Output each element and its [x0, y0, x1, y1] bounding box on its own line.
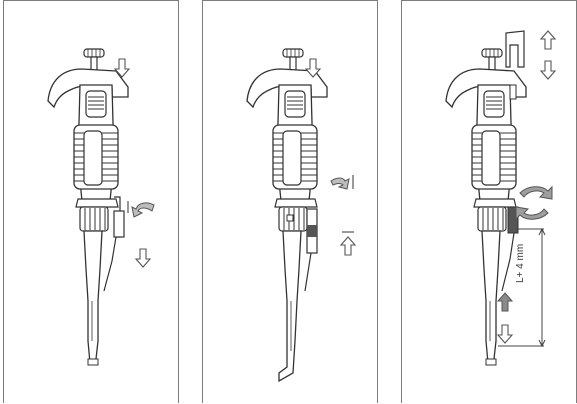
adapter-part-icon [505, 30, 525, 68]
step-3-panel: L+ 4 mm [401, 0, 577, 403]
pull-down-arrow-icon [135, 248, 151, 268]
insert-up-arrow-icon [340, 231, 356, 256]
dimension-line [498, 227, 546, 348]
pipette-drawing [445, 48, 527, 366]
rotate-arrows-icon [515, 185, 553, 221]
push-up-arrow-icon [497, 292, 513, 312]
step-2-illustration [246, 48, 356, 383]
up-down-arrows-icon [540, 30, 556, 80]
step-1-panel [3, 0, 179, 403]
pull-down-arrow-icon [497, 324, 513, 344]
pipette-drawing [246, 48, 328, 383]
dimension-label: L+ 4 mm [515, 243, 526, 283]
pipette-drawing [47, 48, 129, 366]
step-2-panel [202, 0, 378, 403]
rotate-arrow-icon [127, 201, 155, 218]
rotate-arrow-icon [330, 175, 354, 190]
step-1-illustration [47, 48, 155, 366]
step-3-illustration [445, 30, 556, 366]
